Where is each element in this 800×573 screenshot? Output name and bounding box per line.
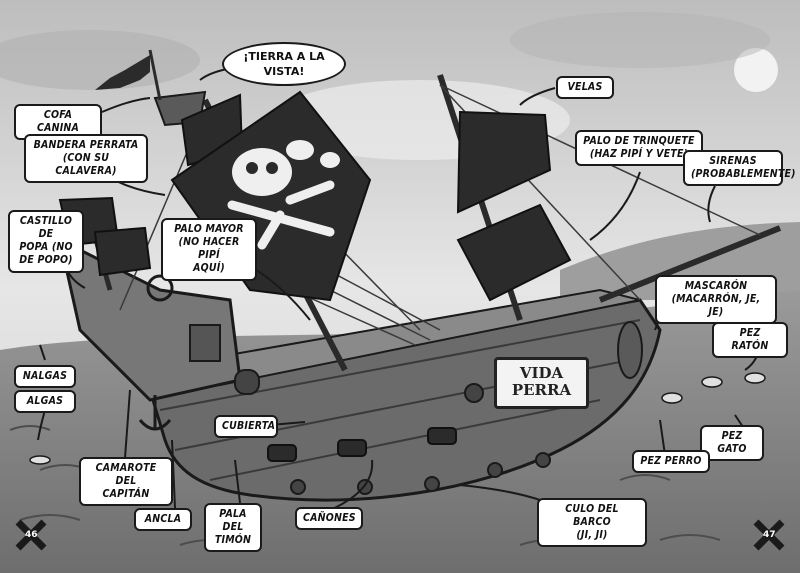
fish: [29, 372, 766, 465]
label-mascaron: MASCARÓN (MACARRÓN, JE, JE): [655, 275, 777, 325]
label-culo-del-barco: CULO DEL BARCO (JI, JI): [537, 498, 647, 548]
label-bandera-perrata: BANDERA PERRATA (CON SU CALAVERA): [24, 134, 148, 184]
label-ancla: ANCLA: [134, 508, 192, 532]
label-cubierta: CUBIERTA: [214, 415, 278, 439]
mizzen-sail-lower: [93, 226, 152, 277]
label-camarote-del-capitan: CAMAROTE DEL CAPITÁN: [79, 457, 173, 507]
ship-wheel: [146, 274, 174, 302]
sun-icon: [734, 48, 778, 92]
page-number-left: 46: [25, 530, 38, 540]
label-nalgas: NALGAS: [14, 365, 76, 389]
label-castillo-de-popa: CASTILLO DE POPA (NO DE POPO): [8, 210, 84, 273]
hull-plank: [209, 399, 601, 481]
label-velas: VELAS: [556, 76, 614, 100]
cloud: [510, 12, 770, 68]
ship-name-plate: VIDA PERRA: [494, 357, 589, 409]
figurehead: [617, 321, 643, 379]
captain-cabin-door: [189, 324, 221, 362]
label-pez-gato: PEZ GATO: [700, 425, 764, 462]
label-sirenas: SIRENAS (PROBABLEMENTE): [683, 150, 796, 187]
label-pez-perro: PEZ PERRO: [632, 450, 710, 474]
label-palo-de-trinquete: PALO DE TRINQUETE (HAZ PIPÍ Y VETE): [575, 130, 703, 167]
cloud: [0, 30, 200, 90]
hull-plank: [159, 319, 641, 411]
pennant-flag: [95, 55, 150, 90]
label-pala-del-timon: PALA DEL TIMÓN: [204, 503, 262, 553]
label-pez-raton: PEZ RATÓN: [712, 322, 788, 359]
stern-window: [234, 369, 260, 395]
page-number-right: 47: [763, 530, 776, 540]
foresail: [456, 203, 572, 302]
label-palo-mayor: PALO MAYOR (NO HACER PIPÍ AQUÍ): [161, 218, 257, 281]
speech-bubble-tierra: ¡TIERRA A LA VISTA!: [222, 42, 346, 86]
cannons: [267, 427, 457, 462]
label-algas: ALGAS: [14, 390, 76, 414]
bowsprit: [598, 225, 782, 303]
fore-topsail: [456, 110, 552, 214]
skull-and-bones-icon: [227, 140, 340, 250]
page-marker-right-icon: [753, 519, 785, 551]
anchor-icon: [138, 395, 172, 431]
page-marker-left-icon: [15, 519, 47, 551]
flag-pole: [148, 49, 162, 101]
label-canones: CAÑONES: [295, 507, 363, 531]
